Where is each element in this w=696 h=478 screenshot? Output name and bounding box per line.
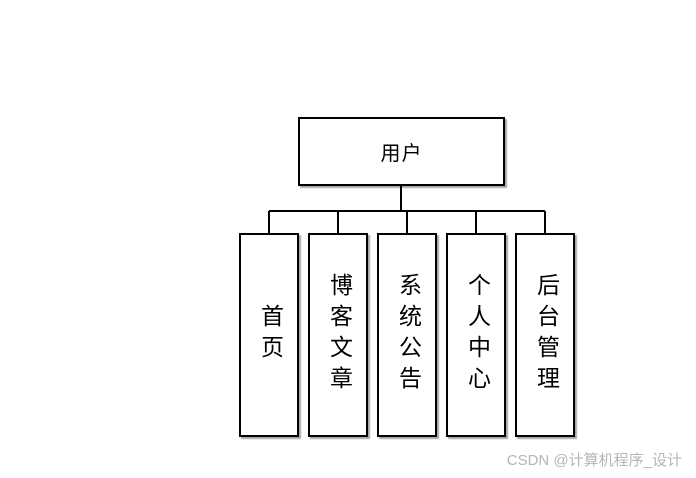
watermark-text: CSDN @计算机程序_设计	[506, 452, 682, 469]
child-node-personal-center: 个人中心	[446, 233, 506, 437]
child-node-label: 后台管理	[532, 273, 559, 397]
child-node-home: 首页	[239, 233, 299, 437]
root-node: 用户	[298, 117, 505, 186]
child-node-label: 系统公告	[394, 273, 421, 397]
child-node-label: 个人中心	[463, 273, 490, 397]
child-node-system-announcements: 系统公告	[377, 233, 437, 437]
child-node-label: 首页	[256, 304, 283, 366]
child-node-blog-articles: 博客文章	[308, 233, 368, 437]
child-node-admin: 后台管理	[515, 233, 575, 437]
root-node-label: 用户	[380, 141, 423, 165]
child-node-label: 博客文章	[325, 273, 352, 397]
